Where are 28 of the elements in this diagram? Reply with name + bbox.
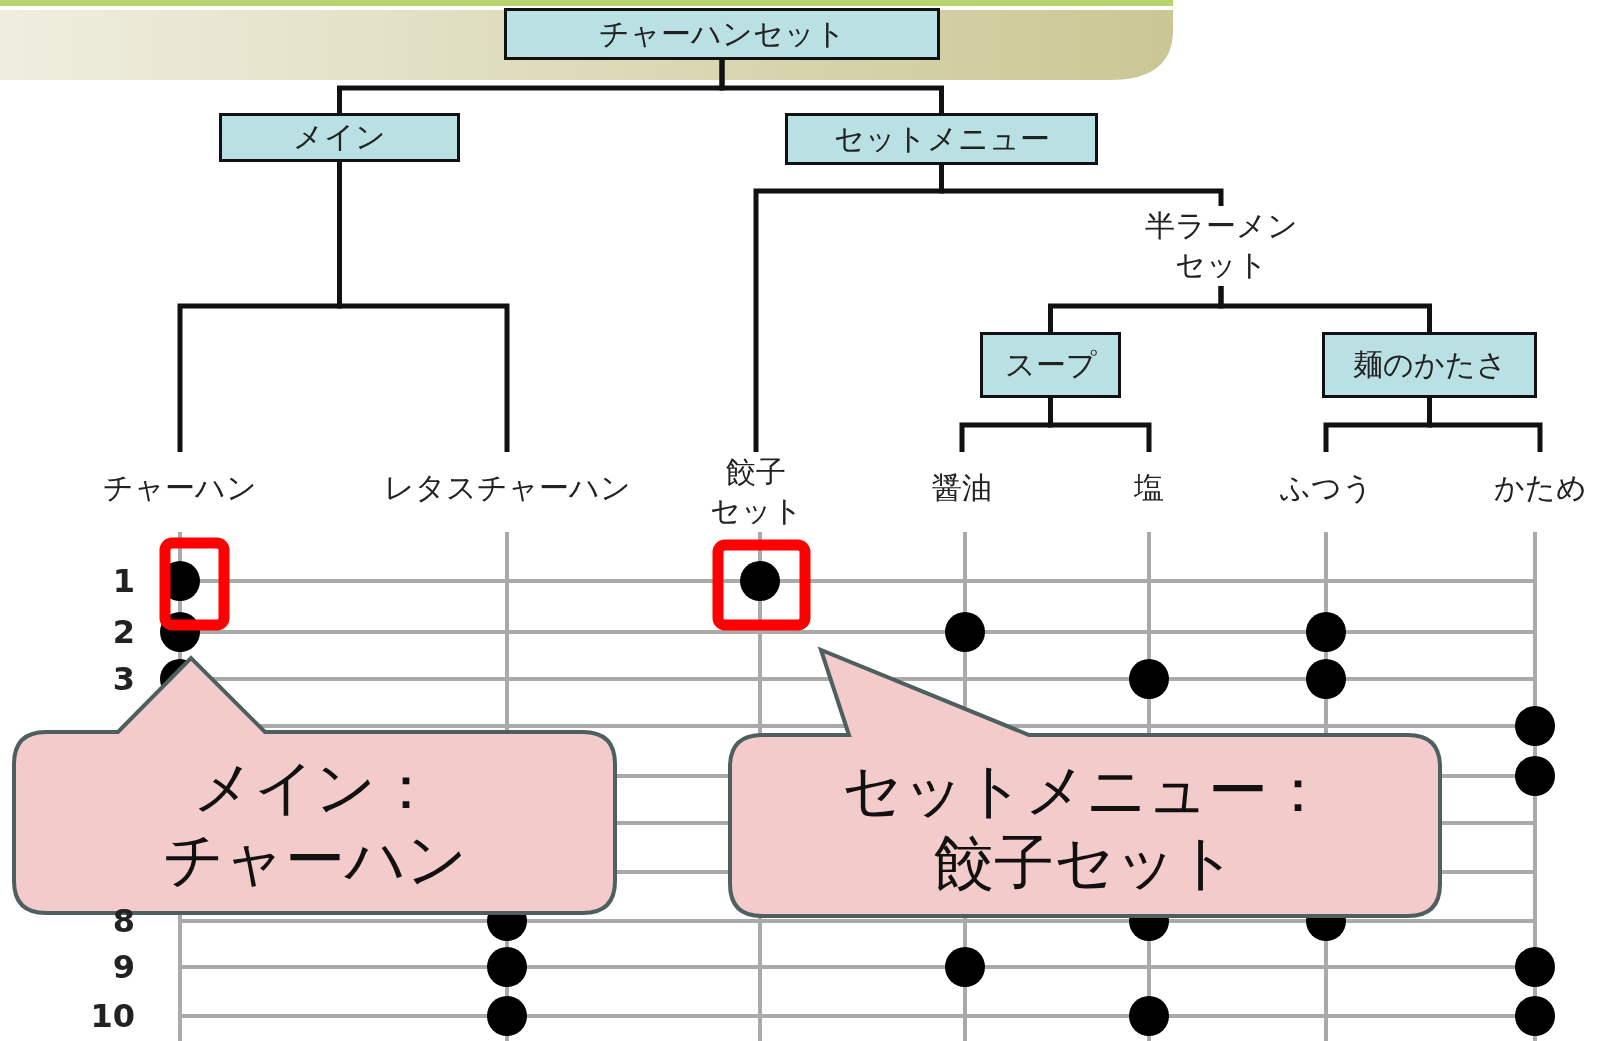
connector-line (1427, 398, 1543, 452)
option-label: 塩 (1134, 469, 1164, 507)
option-label: かため (1493, 469, 1587, 507)
connector-line (719, 60, 944, 113)
row-number: 3 (111, 661, 135, 697)
option-label: 半ラーメンセット (1144, 207, 1298, 284)
category-box: メイン (219, 113, 460, 162)
callout-text: チャーハン (162, 822, 467, 895)
callout-text: メイン： (193, 750, 436, 823)
callout-text: セットメニュー： (842, 753, 1328, 826)
row-number: 2 (111, 614, 135, 650)
option-label: 餃子セット (709, 453, 803, 530)
connector-line (939, 165, 1224, 206)
category-box: チャーハンセット (504, 8, 940, 60)
connector-line (1218, 286, 1432, 332)
option-label: 醤油 (932, 469, 992, 507)
callout-text: 餃子セット (933, 825, 1237, 898)
connector-line (337, 162, 510, 452)
option-label: チャーハン (103, 469, 257, 507)
option-label: ふつう (1279, 469, 1373, 507)
category-box: セットメニュー (785, 113, 1098, 165)
row-number: 10 (89, 998, 135, 1034)
category-box: スープ (980, 332, 1121, 398)
option-label: レタスチャーハン (383, 469, 631, 507)
connector-line (1048, 398, 1152, 452)
category-box: 麺のかたさ (1322, 332, 1537, 398)
row-number: 9 (111, 949, 135, 985)
row-number: 1 (111, 563, 135, 599)
